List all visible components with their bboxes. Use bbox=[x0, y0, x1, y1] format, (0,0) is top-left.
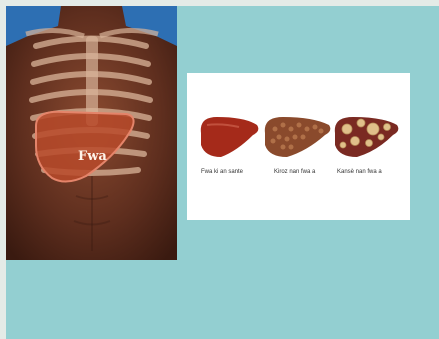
liver-comparison-card: Fwa ki an sante Kiroz nan fwa a Kansè na… bbox=[187, 73, 410, 220]
liver-label: Fwa bbox=[78, 149, 107, 164]
healthy-liver bbox=[201, 117, 259, 157]
torso-graphic bbox=[6, 6, 177, 260]
caption-cirrhosis-liver: Kiroz nan fwa a bbox=[274, 169, 315, 175]
caption-cancer-liver: Kansè nan fwa a bbox=[337, 169, 382, 175]
caption-healthy-liver: Fwa ki an sante bbox=[201, 169, 243, 175]
torso-illustration: Fwa bbox=[6, 6, 177, 260]
cirrhosis-liver bbox=[265, 117, 331, 157]
liver-comparison-graphic bbox=[187, 73, 410, 220]
cancer-liver bbox=[335, 117, 399, 157]
